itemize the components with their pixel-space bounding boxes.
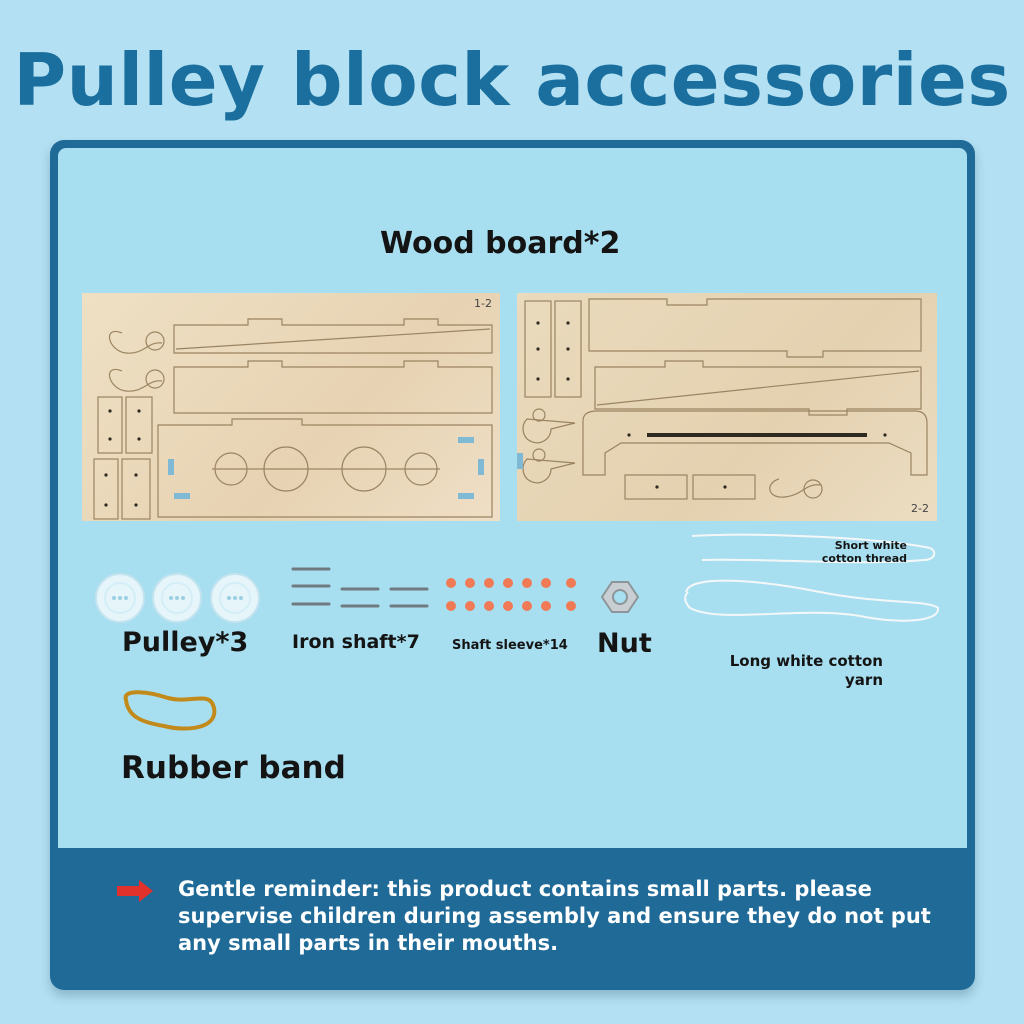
wood-board-label: Wood board*2 [380,226,621,261]
long-yarn-label: Long white cotton yarn [729,652,883,689]
safety-reminder: Gentle reminder: this product contains s… [178,877,931,955]
wood-board-1: 1-2 [82,293,500,521]
iron-shaft-label: Iron shaft*7 [292,631,420,653]
short-thread-label: Short white cotton thread [821,539,907,565]
nut-label: Nut [597,628,652,659]
board-2-number: 2-2 [911,502,929,515]
board-1-number: 1-2 [474,297,492,310]
page-title: Pulley block accessories [13,38,1011,122]
wood-board-2-cutouts [517,298,928,500]
wood-board-1-cutouts [93,318,493,520]
pulley-label: Pulley*3 [122,627,249,658]
wood-board-2: 2-2 [517,293,937,521]
rubber-band-label: Rubber band [121,750,346,786]
arrow-right-icon [117,880,153,902]
shaft-sleeve-label: Shaft sleeve*14 [452,638,568,653]
